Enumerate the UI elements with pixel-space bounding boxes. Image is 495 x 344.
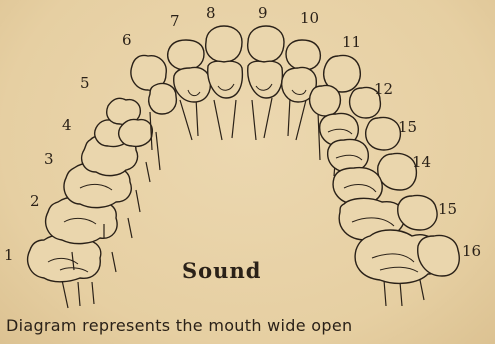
diagram-caption: Diagram represents the mouth wide open — [6, 316, 352, 335]
tooth-number-3: 3 — [44, 152, 54, 167]
tooth-number-9: 9 — [258, 6, 268, 21]
tooth-number-2: 2 — [30, 194, 40, 209]
tooth-number-14: 14 — [412, 155, 431, 170]
tooth-number-12: 12 — [374, 82, 393, 97]
tooth-number-7: 7 — [170, 14, 180, 29]
front-arch — [168, 26, 321, 140]
tooth-number-6: 6 — [122, 33, 132, 48]
left-arch — [28, 55, 177, 308]
diagram-title: Sound — [182, 258, 261, 283]
tooth-number-1: 1 — [4, 248, 14, 263]
tooth-number-11: 11 — [342, 35, 361, 50]
tooth-number-15-lower: 15 — [438, 202, 457, 217]
tooth-number-10: 10 — [300, 11, 319, 26]
tooth-number-8: 8 — [206, 6, 216, 21]
tooth-number-16: 16 — [462, 244, 481, 259]
tooth-number-15-upper: 15 — [398, 120, 417, 135]
tooth-number-5: 5 — [80, 76, 90, 91]
tooth-number-4: 4 — [62, 118, 72, 133]
